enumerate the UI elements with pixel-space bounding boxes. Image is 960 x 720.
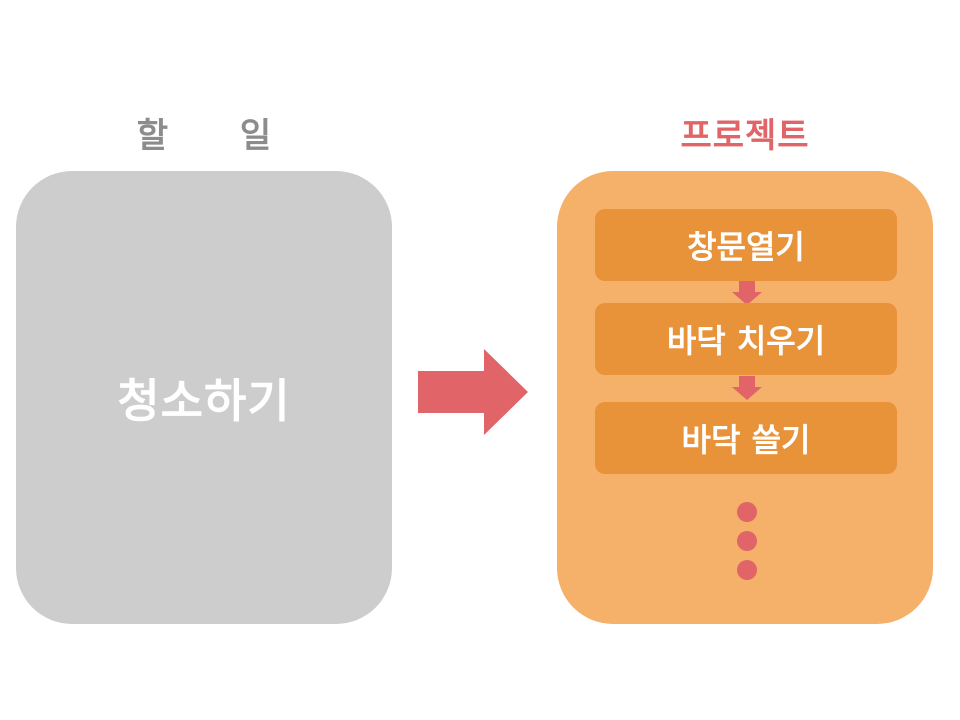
todo-box-label: 청소하기 xyxy=(117,373,291,428)
project-step-1: 창문열기 xyxy=(595,209,897,281)
project-step-3: 바닥 쓸기 xyxy=(595,402,897,474)
project-step-1-label: 창문열기 xyxy=(687,228,805,266)
todo-box: 청소하기 xyxy=(16,171,392,624)
project-step-2: 바닥 치우기 xyxy=(595,303,897,375)
project-step-3-label: 바닥 쓸기 xyxy=(681,421,811,459)
project-step-2-label: 바닥 치우기 xyxy=(666,322,826,360)
ellipsis-dot xyxy=(737,560,757,580)
down-arrow-icon xyxy=(732,281,762,305)
project-heading: 프로젝트 xyxy=(680,116,810,156)
project-box: 창문열기 바닥 치우기 바닥 쓸기 xyxy=(557,171,933,624)
down-arrow-icon xyxy=(732,376,762,400)
todo-heading: 할 일 xyxy=(136,116,272,156)
ellipsis-dot xyxy=(737,502,757,522)
ellipsis-dot xyxy=(737,531,757,551)
right-arrow-icon xyxy=(418,349,528,435)
